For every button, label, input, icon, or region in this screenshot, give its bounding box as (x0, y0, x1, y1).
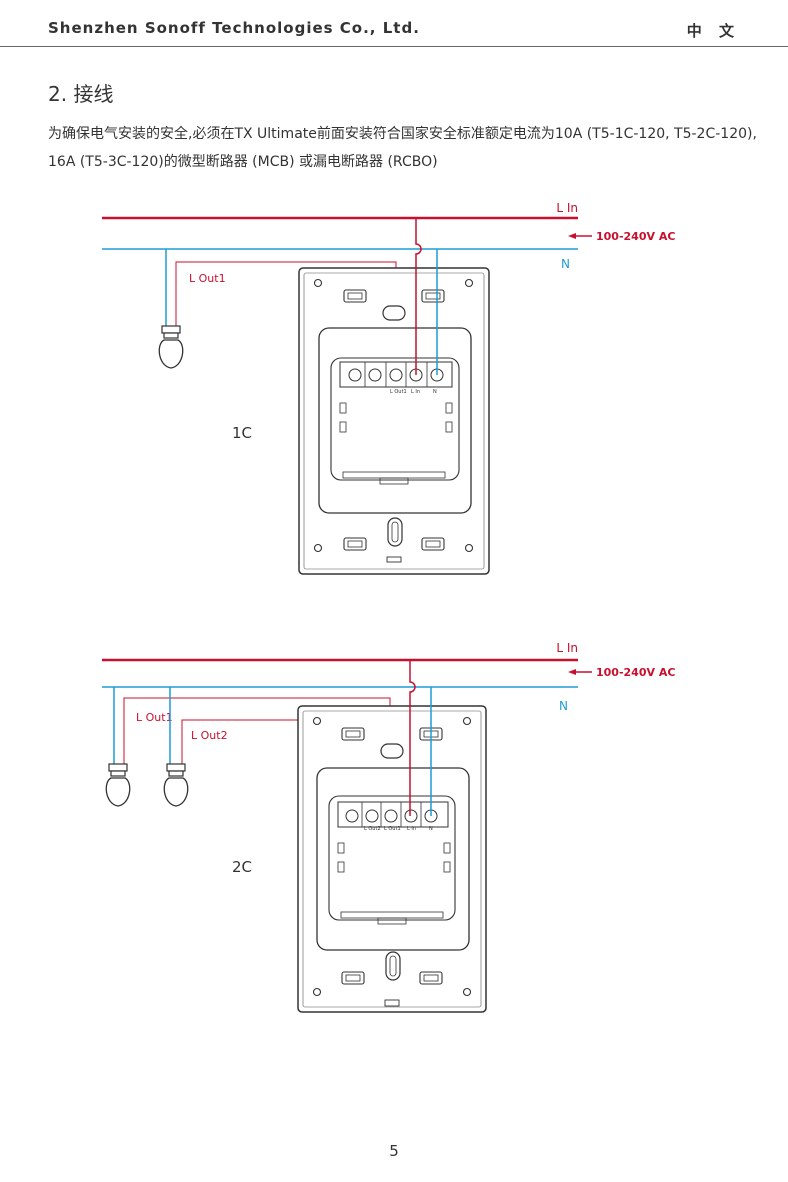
terminal-label: L Out1 (390, 389, 407, 395)
lamp-icon (158, 325, 184, 369)
lamp-icon (105, 763, 131, 807)
model-label: 1C (232, 424, 252, 442)
page-header: Shenzhen Sonoff Technologies Co., Ltd. 中… (0, 0, 788, 48)
terminal-label: L Out2 (364, 826, 381, 832)
model-label: 2C (232, 858, 252, 876)
switch-panel-1c (298, 267, 490, 575)
line-in-label: L In (556, 201, 578, 215)
header-divider (0, 46, 788, 47)
terminal-label: L In (407, 826, 416, 832)
section-body: 为确保电气安装的安全,必须在TX Ultimate前面安装符合国家安全标准额定电… (48, 126, 757, 170)
wiring-diagram-2c-svg: L In 100-240V AC N L Out1 L Out2 (102, 641, 675, 1013)
wiring-diagram-1c-svg: L In 100-240V AC N L Out1 (102, 201, 675, 575)
terminal-label: N (433, 389, 437, 395)
section-title: 2. 接线 (48, 82, 114, 106)
arrow-head-icon (568, 233, 576, 239)
live-feed-wire (409, 660, 416, 816)
lamp-icon (163, 763, 189, 807)
voltage-label: 100-240V AC (596, 666, 675, 679)
neutral-label: N (561, 257, 570, 271)
lout2-label: L Out2 (191, 729, 228, 742)
terminal-label: N (429, 826, 433, 832)
terminal-label: L In (411, 389, 420, 395)
live-feed-wire (415, 218, 422, 375)
lout1-label: L Out1 (136, 711, 173, 724)
wiring-diagram-1c: L In 100-240V AC N L Out1 (0, 190, 788, 590)
wiring-diagram-2c: L In 100-240V AC N L Out1 L Out2 (0, 630, 788, 1030)
switch-panel-2c (297, 705, 487, 1013)
page-number: 5 (389, 1142, 399, 1160)
lout1-label: L Out1 (189, 272, 226, 285)
company-name: Shenzhen Sonoff Technologies Co., Ltd. (48, 19, 420, 37)
neutral-label: N (559, 699, 568, 713)
language-label: 中 文 (686, 22, 740, 40)
arrow-head-icon (568, 669, 576, 675)
voltage-label: 100-240V AC (596, 230, 675, 243)
terminal-label: L Out1 (384, 826, 401, 832)
line-in-label: L In (556, 641, 578, 655)
